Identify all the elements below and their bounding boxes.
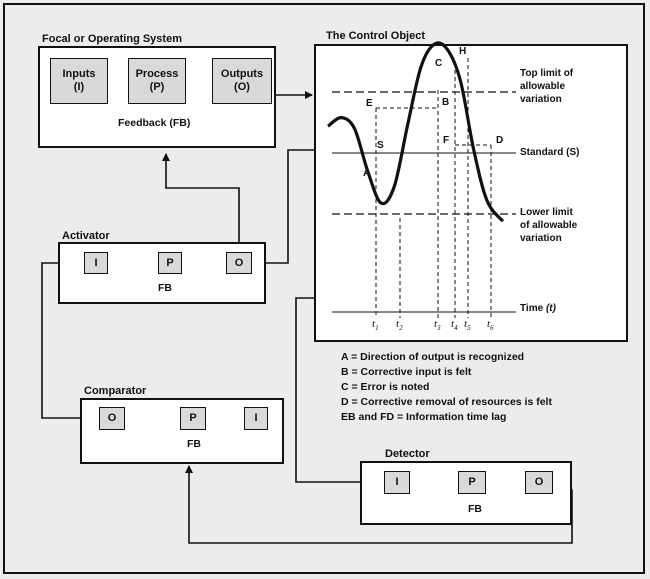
comparator-input-cell: I <box>244 407 268 430</box>
time-symbol: (t) <box>545 303 556 314</box>
focal-process-label: Process <box>135 68 179 80</box>
legend-item-a: A = Direction of output is recognized <box>341 351 525 363</box>
detector-fb-label: FB <box>468 503 482 515</box>
point-b-label: B <box>442 97 450 108</box>
tick-t4: t4 <box>451 318 458 333</box>
point-s-label: S <box>377 140 384 151</box>
top-limit-label-3: variation <box>520 94 562 105</box>
detector-process-cell: P <box>458 471 486 494</box>
top-limit-label-1: Top limit of <box>520 68 574 79</box>
control-object-curve <box>327 41 505 223</box>
lower-limit-label-2: of allowable <box>520 220 578 231</box>
tick-t3: t3 <box>434 318 441 333</box>
tick-t5: t5 <box>464 318 471 333</box>
comparator-fb-label: FB <box>187 438 201 450</box>
point-d-label: D <box>496 135 504 146</box>
focal-process-sub: (P) <box>149 81 165 93</box>
focal-outputs-sub: (O) <box>234 81 250 93</box>
legend: A = Direction of output is recognized B … <box>341 350 552 425</box>
activator-process-cell: P <box>158 252 182 274</box>
activator-title: Activator <box>62 230 110 242</box>
focal-inputs-sub: (I) <box>73 81 85 93</box>
legend-item-c: C = Error is noted <box>341 381 430 393</box>
point-c-label: C <box>435 58 443 69</box>
focal-outputs-label: Outputs <box>220 68 264 80</box>
tick-t6: t6 <box>487 318 494 333</box>
focal-inputs-label: Inputs <box>62 68 96 80</box>
legend-item-eb-fd: EB and FD = Information time lag <box>341 411 507 423</box>
point-f-label: F <box>443 135 450 146</box>
point-e-label: E <box>366 98 373 109</box>
control-object-box <box>314 44 628 342</box>
detector-title: Detector <box>385 448 430 460</box>
point-a-label: A <box>363 168 371 179</box>
time-label: Time <box>520 303 544 314</box>
focal-inputs-cell: Inputs (I) <box>50 58 108 104</box>
activator-output-cell: O <box>226 252 252 274</box>
activator-input-cell: I <box>84 252 108 274</box>
control-object-title: The Control Object <box>326 30 425 42</box>
standard-label: Standard (S) <box>520 147 580 158</box>
lower-limit-label-3: variation <box>520 233 562 244</box>
legend-item-b: B = Corrective input is felt <box>341 366 472 378</box>
diagram-frame <box>3 3 645 574</box>
comparator-output-cell: O <box>99 407 125 430</box>
focal-title: Focal or Operating System <box>42 33 182 45</box>
comparator-title: Comparator <box>84 385 147 397</box>
lower-limit-label-1: Lower limit <box>520 207 573 218</box>
focal-outputs-cell: Outputs (O) <box>212 58 272 104</box>
detector-input-cell: I <box>384 471 410 494</box>
tick-t2: t2 <box>396 318 403 333</box>
comparator-process-cell: P <box>180 407 206 430</box>
legend-item-d: D = Corrective removal of resources is f… <box>341 396 552 408</box>
tick-t1: t1 <box>372 318 379 333</box>
focal-feedback-label: Feedback (FB) <box>118 117 191 129</box>
focal-process-cell: Process (P) <box>128 58 186 104</box>
activator-fb-label: FB <box>158 282 172 294</box>
point-h-label: H <box>459 46 467 57</box>
time-axis-label: Time (t) <box>520 303 556 314</box>
detector-output-cell: O <box>525 471 553 494</box>
top-limit-label-2: allowable <box>520 81 566 92</box>
